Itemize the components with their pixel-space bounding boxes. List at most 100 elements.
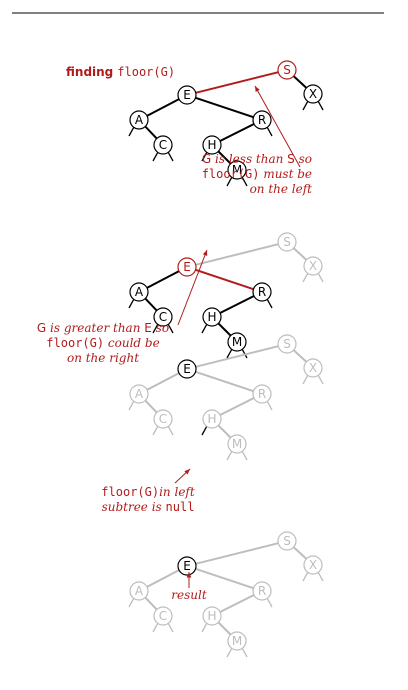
tree-edge-S-X	[292, 75, 308, 89]
annotation-line-3: on the right	[67, 351, 139, 365]
tree-node-E	[177, 556, 197, 576]
annotation-segment: could be	[104, 336, 160, 350]
annotation-segment: must be	[260, 167, 313, 181]
annotation-segment: in left	[159, 485, 195, 499]
tree-edge-R-H	[219, 594, 255, 613]
annotation-line-1: floor(G)in left	[101, 485, 195, 499]
annotation-segment: floor(G)	[202, 167, 260, 181]
tree-edge-S-E	[195, 542, 279, 565]
null-link-C-1	[167, 324, 174, 334]
null-link-X-0	[302, 375, 309, 385]
pointer-arrow-line	[254, 85, 301, 168]
tree-edge-E-A	[146, 98, 180, 117]
tree-node-label-R: R	[258, 584, 266, 598]
null-link-C-0	[152, 324, 159, 334]
null-link-M-0	[226, 177, 233, 187]
annotation-segment: G	[37, 321, 46, 335]
annotation-segment: S	[287, 152, 295, 166]
tree-edge-H-M	[217, 150, 232, 165]
null-link-R-0	[266, 127, 273, 137]
tree-node-label-E: E	[183, 260, 191, 274]
tree-edge-S-X	[292, 546, 308, 560]
null-link-X-0	[302, 273, 309, 283]
tree-node-H	[202, 135, 222, 155]
annotation-segment: result	[171, 588, 207, 602]
null-link-H-0	[201, 623, 208, 633]
pointer-arrow-line	[177, 249, 208, 326]
annotation-segment: so	[295, 152, 312, 166]
annotation-segment: floor(G)	[101, 485, 159, 499]
null-link-X-0	[302, 572, 309, 582]
tree-node-label-R: R	[258, 387, 266, 401]
tree-node-label-X: X	[309, 361, 317, 375]
annotation-line-3: on the left	[250, 182, 313, 196]
annotation-line-2: floor(G) must be	[202, 167, 312, 181]
annotation-segment: E	[144, 321, 152, 335]
tree-edge-A-C	[144, 596, 158, 611]
null-link-X-1	[317, 375, 324, 385]
tree-node-X	[303, 84, 323, 104]
tree-node-label-E: E	[183, 559, 191, 573]
annotation-segment: null	[166, 500, 195, 514]
tree-edge-A-C	[144, 125, 158, 140]
tree-node-X	[303, 256, 323, 276]
tree-node-label-C: C	[159, 310, 167, 324]
tree-node-label-M: M	[232, 163, 242, 177]
tree-node-label-S: S	[283, 534, 291, 548]
tree-node-label-A: A	[135, 285, 144, 299]
tree-node-R	[252, 581, 272, 601]
tree-edge-E-A	[146, 372, 180, 391]
tree-edge-S-X	[292, 349, 308, 363]
tree-node-C	[153, 307, 173, 327]
tree-node-A	[129, 282, 149, 302]
tree-node-E	[177, 85, 197, 105]
tree-node-S	[277, 531, 297, 551]
pointer-arrow-head	[202, 250, 208, 256]
tree-node-R	[252, 110, 272, 130]
null-link-X-1	[317, 273, 324, 283]
null-link-R-0	[266, 401, 273, 411]
tree-node-E	[177, 257, 197, 277]
tree-edge-A-C	[144, 399, 158, 414]
annotation-line-1: result	[171, 588, 207, 602]
tree-edge-E-A	[146, 270, 180, 289]
tree-node-M	[227, 434, 247, 454]
tree-edge-E-R	[195, 268, 254, 291]
annotation-line-1: G is greater than E so	[37, 321, 169, 335]
tree-node-R	[252, 282, 272, 302]
annotation-segment: floor(G)	[46, 336, 104, 350]
annotation-line-2: subtree is null	[102, 500, 195, 514]
tree-node-H	[202, 307, 222, 327]
tree-node-label-R: R	[258, 113, 266, 127]
tree-node-label-H: H	[207, 310, 216, 324]
tree-edge-S-E	[195, 345, 279, 368]
annotation-segment: is less than	[211, 152, 287, 166]
tree-node-label-E: E	[183, 88, 191, 102]
tree-node-R	[252, 384, 272, 404]
tree-node-S	[277, 334, 297, 354]
null-link-M-0	[226, 349, 233, 359]
null-link-X-1	[317, 572, 324, 582]
null-link-M-1	[241, 177, 248, 187]
tree-node-label-M: M	[232, 335, 242, 349]
tree-node-X	[303, 358, 323, 378]
tree-edge-R-H	[219, 295, 255, 314]
annotation-segment: on the right	[67, 351, 139, 365]
tree-edge-E-A	[146, 569, 180, 588]
tree-node-E	[177, 359, 197, 379]
null-link-R-0	[266, 598, 273, 608]
null-link-M-0	[226, 648, 233, 658]
null-link-H-0	[201, 152, 208, 162]
tree-node-X	[303, 555, 323, 575]
null-link-R-0	[266, 299, 273, 309]
null-link-A-0	[128, 598, 135, 608]
null-link-H-0	[201, 324, 208, 334]
null-link-C-0	[152, 152, 159, 162]
tree-edge-S-E	[195, 243, 279, 266]
null-link-C-0	[152, 426, 159, 436]
tree-edge-A-C	[144, 297, 158, 312]
tree-node-label-X: X	[309, 87, 317, 101]
